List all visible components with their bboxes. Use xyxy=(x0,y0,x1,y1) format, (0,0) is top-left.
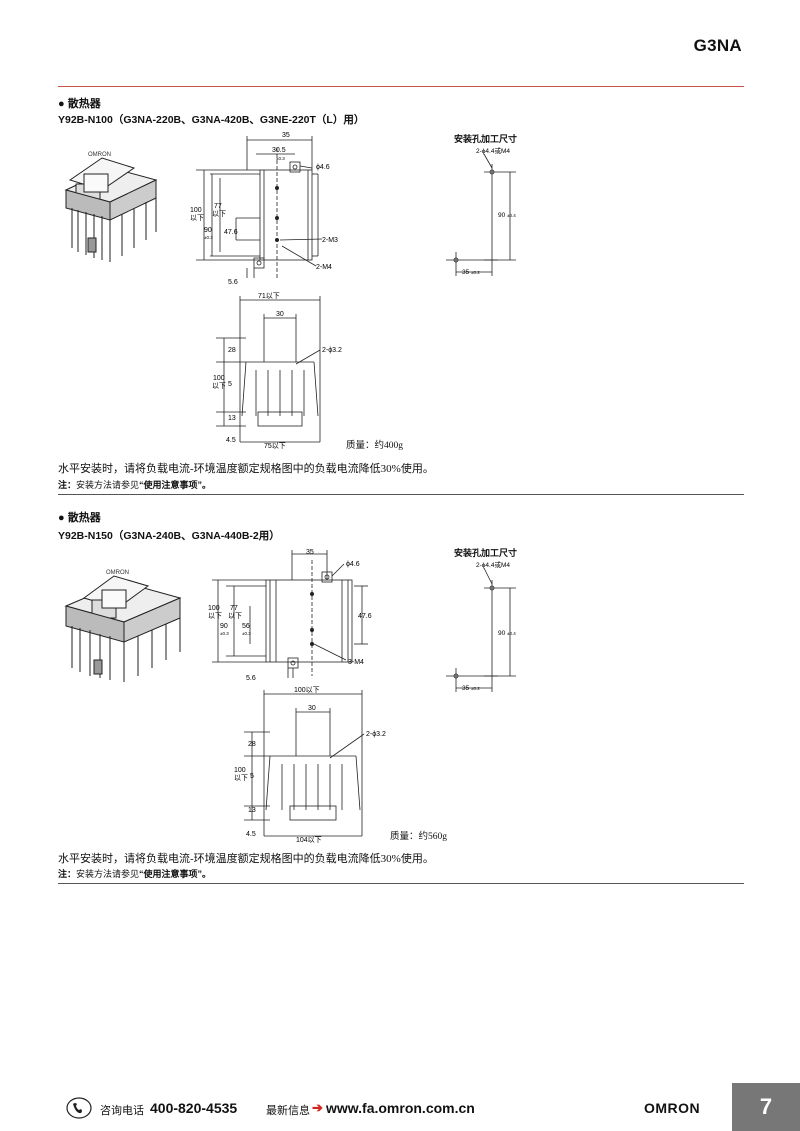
section1-mass: 质量：约400g xyxy=(346,441,404,451)
section2-model: Y92B-N150（G3NA-240B、G3NA-440B-2用） xyxy=(58,530,280,542)
mount1-holes: 2-ϕ4.4或M4 xyxy=(476,146,510,155)
footer-info-label: 最新信息 xyxy=(266,1105,310,1117)
side2-phi32: 2-ϕ3.2 xyxy=(366,731,386,738)
side1-d100b: 以下 xyxy=(212,382,226,390)
front1-d5-6: 5.6 xyxy=(228,279,238,286)
front2-d35: 35 xyxy=(306,549,314,556)
header-rule xyxy=(58,86,744,87)
page-title: G3NA xyxy=(693,36,742,55)
front1-d100: 100 xyxy=(190,207,202,214)
front1-d47-6: 47.6 xyxy=(224,229,238,236)
heatsink-photo-2: OMRON xyxy=(64,570,182,682)
side2-width-top: 100以下 xyxy=(294,686,320,694)
section1-note: 注：安装方法请参见“使用注意事项”。 xyxy=(58,478,211,491)
front1-d100b: 以下 xyxy=(190,214,204,222)
side1-d28: 28 xyxy=(228,347,236,354)
mount1-d35: 35 xyxy=(462,269,470,276)
svg-text:OMRON: OMRON xyxy=(106,570,129,576)
arrow-right-icon: ➔ xyxy=(312,1100,323,1115)
front1-m4: 2-M4 xyxy=(316,264,332,271)
phone-icon xyxy=(66,1097,92,1119)
side2-d4-5: 4.5 xyxy=(246,831,256,838)
section1-rule xyxy=(58,494,744,495)
front2-d77b: 以下 xyxy=(228,612,242,620)
mount2-holes: 2-ϕ4.4或M4 xyxy=(476,560,510,569)
front1-d35: 35 xyxy=(282,132,290,139)
footer-url[interactable]: www.fa.omron.com.cn xyxy=(326,1100,475,1116)
section1-note-label: 注： xyxy=(58,480,77,490)
svg-text:OMRON: OMRON xyxy=(88,152,111,158)
footer-phone[interactable]: 400-820-4535 xyxy=(150,1100,238,1116)
front2-d100b: 以下 xyxy=(208,612,222,620)
front-view-drawing-2: 35 ϕ4.6 100 以下 77 以下 90 ±0.3 56 ±0.3 47.… xyxy=(208,549,372,682)
side1-d4-5: 4.5 xyxy=(226,437,236,444)
section2-note-bold: “使用注意事项”。 xyxy=(139,869,212,879)
front1-tol90: ±0.3 xyxy=(204,235,213,240)
front2-d90: 90 xyxy=(220,623,228,630)
mount2-title: 安装孔加工尺寸 xyxy=(454,548,518,558)
mount2-tol35: ±0.2 xyxy=(471,686,480,691)
mount1-tol90: ±0.4 xyxy=(507,213,516,218)
front2-tol56: ±0.3 xyxy=(242,631,251,636)
side2-d28: 28 xyxy=(248,741,256,748)
section1-note-bold: “使用注意事项”。 xyxy=(139,480,212,490)
front2-d5-6: 5.6 xyxy=(246,675,256,682)
footer-phone-label: 咨询电话 xyxy=(100,1105,144,1117)
front2-phi46: ϕ4.6 xyxy=(346,561,360,568)
front1-d90: 90 xyxy=(204,227,212,234)
front1-phi46: ϕ4.6 xyxy=(316,164,330,171)
side1-d13: 13 xyxy=(228,415,236,422)
omron-logo: OMRON xyxy=(644,1100,701,1116)
side1-phi32: 2-ϕ3.2 xyxy=(322,347,342,354)
side-view-drawing-1: 71以下 30 2-ϕ3.2 28 100 以下 5 13 4.5 75以下 xyxy=(212,292,342,450)
mount2-tol90: ±0.4 xyxy=(507,631,516,636)
side1-d30: 30 xyxy=(276,311,284,318)
page-number: 7 xyxy=(732,1083,800,1131)
section2-note: 注：安装方法请参见“使用注意事项”。 xyxy=(58,867,211,880)
section1-model: Y92B-N100（G3NA-220B、G3NA-420B、G3NE-220T（… xyxy=(58,114,365,126)
side2-d100b: 以下 xyxy=(234,774,248,782)
front1-d77b: 以下 xyxy=(212,210,226,218)
heatsink-photo-1: OMRON xyxy=(64,152,158,262)
front2-d100: 100 xyxy=(208,605,220,612)
side1-width-top: 71以下 xyxy=(258,292,280,300)
front1-tol30-5: ±0.3 xyxy=(276,156,285,161)
front2-d47-6: 47.6 xyxy=(358,613,372,620)
mount1-d90: 90 xyxy=(498,212,506,219)
section1-heading: ● 散热器 xyxy=(58,98,101,110)
side2-d30: 30 xyxy=(308,705,316,712)
section2-heading: ● 散热器 xyxy=(58,512,101,524)
section1-notice: 水平安装时，请将负载电流-环境温度额定规格图中的负载电流降低30%使用。 xyxy=(58,463,434,475)
mount1-title: 安装孔加工尺寸 xyxy=(454,134,518,144)
front2-m3: 3-M4 xyxy=(348,659,364,666)
side1-width-bottom: 75以下 xyxy=(264,442,286,450)
front1-d30-5: 30.5 xyxy=(272,147,286,154)
front2-d77: 77 xyxy=(230,605,238,612)
section2-rule xyxy=(58,883,744,884)
front2-d56: 56 xyxy=(242,623,250,630)
front1-d77: 77 xyxy=(214,203,222,210)
front1-m3: 2-M3 xyxy=(322,237,338,244)
front-view-drawing-1: 35 30.5 ±0.3 ϕ4.6 100 以下 77 以下 90 ±0.3 4… xyxy=(190,132,338,286)
section2-mass: 质量：约560g xyxy=(390,832,448,842)
section2-notice: 水平安装时，请将负载电流-环境温度额定规格图中的负载电流降低30%使用。 xyxy=(58,853,434,865)
front2-tol90: ±0.3 xyxy=(220,631,229,636)
side1-d100: 100 xyxy=(213,375,225,382)
side2-d5: 5 xyxy=(250,773,254,780)
side2-d100: 100 xyxy=(234,767,246,774)
mount2-d90: 90 xyxy=(498,630,506,637)
side1-d5: 5 xyxy=(228,381,232,388)
section1-note-text: 安装方法请参见 xyxy=(76,480,140,490)
side2-d13: 13 xyxy=(248,807,256,814)
section2-note-label: 注： xyxy=(58,869,77,879)
mount2-d35: 35 xyxy=(462,685,470,692)
side2-width-bottom: 104以下 xyxy=(296,836,322,844)
mount-hole-drawing-1: 2-ϕ4.4或M4 90 ±0.4 35 ±0.2 xyxy=(446,146,516,276)
mount1-tol35: ±0.2 xyxy=(471,270,480,275)
side-view-drawing-2: 100以下 30 2-ϕ3.2 28 100 以下 5 13 4.5 104以下 xyxy=(234,686,386,844)
section2-note-text: 安装方法请参见 xyxy=(76,869,140,879)
mount-hole-drawing-2: 2-ϕ4.4或M4 90 ±0.4 35 ±0.2 xyxy=(446,560,516,692)
